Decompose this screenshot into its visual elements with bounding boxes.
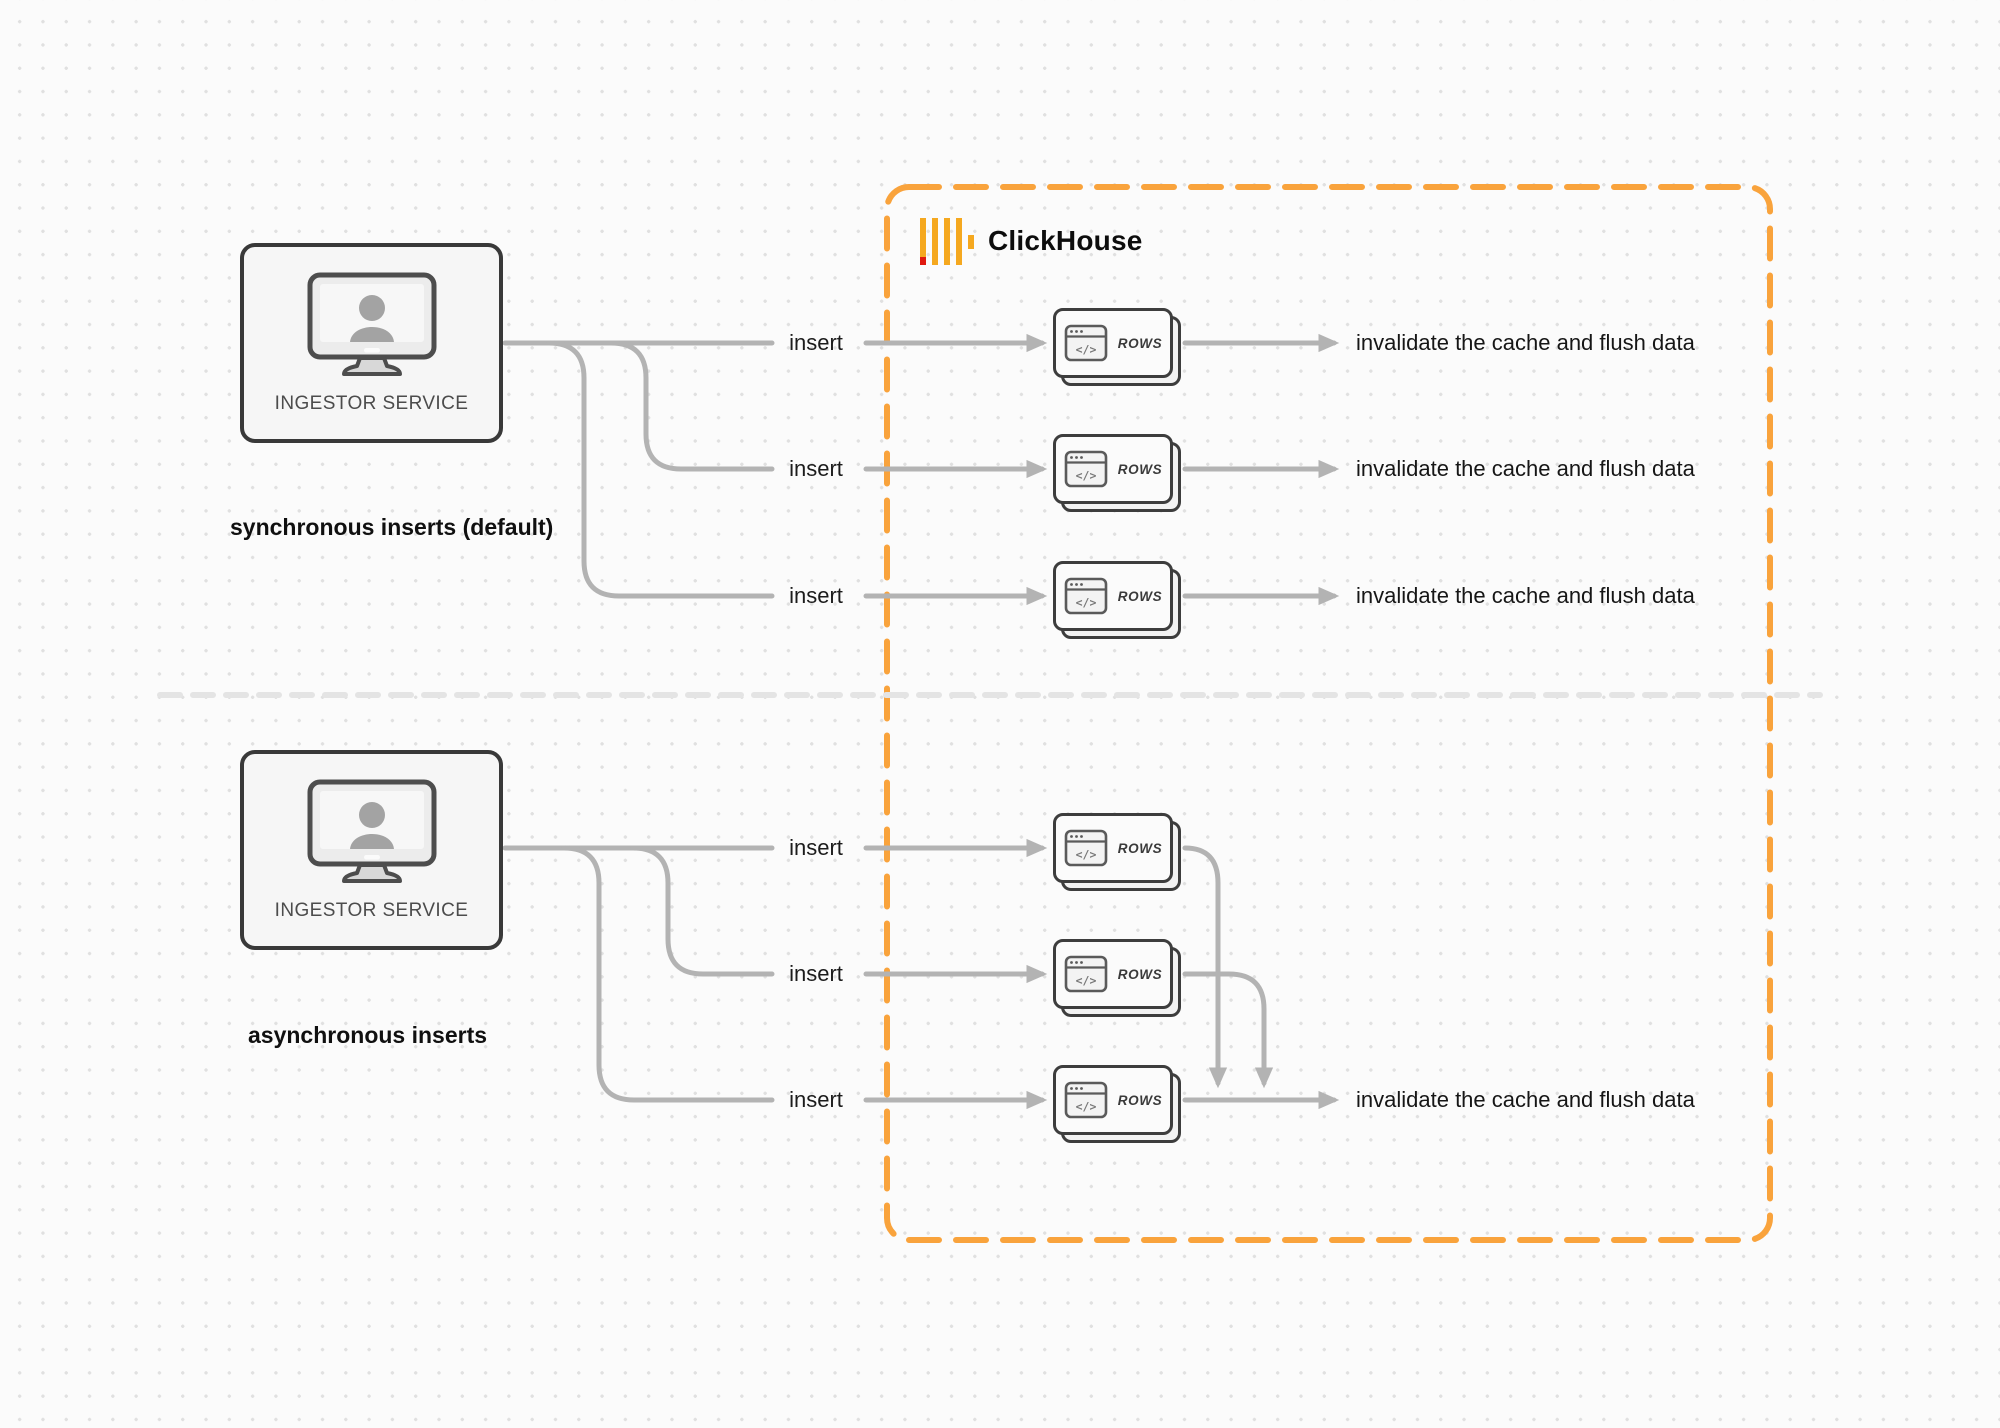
clickhouse-boundary-frame	[884, 184, 1773, 1243]
svg-text:</>: </>	[1075, 1100, 1096, 1114]
workstation-icon	[307, 779, 436, 883]
ingestor-service-box-async: INGESTOR SERVICE	[240, 750, 503, 950]
user-silhouette-icon	[349, 294, 394, 342]
svg-text:</>: </>	[1075, 343, 1096, 357]
rows-card: </> ROWS	[1053, 1065, 1173, 1135]
rows-node-label: ROWS	[1117, 966, 1163, 982]
rows-node: </> ROWS	[1053, 434, 1181, 512]
async-branch-row2	[630, 845, 775, 977]
rows-node: </> ROWS	[1053, 1065, 1181, 1143]
rows-node: </> ROWS	[1053, 813, 1181, 891]
code-window-icon: </>	[1064, 324, 1108, 362]
svg-text:</>: </>	[1075, 848, 1096, 862]
sync-section-caption: synchronous inserts (default)	[230, 514, 554, 540]
result-label: invalidate the cache and flush data	[1356, 456, 1695, 481]
svg-text:</>: </>	[1075, 974, 1096, 988]
async-section-caption: asynchronous inserts	[248, 1022, 488, 1048]
clickhouse-logo	[918, 216, 976, 273]
rows-node-label: ROWS	[1117, 840, 1163, 856]
code-window-icon: </>	[1064, 955, 1108, 993]
rows-node: </> ROWS	[1053, 939, 1181, 1017]
workstation-icon	[307, 272, 436, 376]
ingestor-service-box-sync: INGESTOR SERVICE	[240, 243, 503, 443]
rows-node-label: ROWS	[1117, 588, 1163, 604]
code-window-icon: </>	[1064, 577, 1108, 615]
user-silhouette-icon	[349, 801, 394, 849]
async-merge-arrow-1	[1182, 845, 1228, 1089]
insert-label: insert	[789, 456, 843, 481]
code-window-icon: </>	[1064, 1081, 1108, 1119]
svg-text:</>: </>	[1075, 469, 1096, 483]
async-branch-row3	[561, 845, 775, 1103]
insert-label: insert	[789, 583, 843, 608]
code-window-icon: </>	[1064, 829, 1108, 867]
rows-card: </> ROWS	[1053, 308, 1173, 378]
svg-text:</>: </>	[1075, 596, 1096, 610]
rows-node: </> ROWS	[1053, 308, 1181, 386]
rows-card: </> ROWS	[1053, 434, 1173, 504]
async-merge-arrow-2	[1182, 971, 1274, 1089]
rows-node: </> ROWS	[1053, 561, 1181, 639]
rows-card: </> ROWS	[1053, 813, 1173, 883]
clickhouse-logo-icon	[920, 218, 974, 265]
insert-label: insert	[789, 330, 843, 355]
rows-node-label: ROWS	[1117, 335, 1163, 351]
rows-node-label: ROWS	[1117, 461, 1163, 477]
clickhouse-label: ClickHouse	[988, 225, 1143, 256]
insert-label: insert	[789, 835, 843, 860]
result-label: invalidate the cache and flush data	[1356, 583, 1695, 608]
clickhouse-logo-red-dot	[920, 257, 926, 265]
code-window-icon: </>	[1064, 450, 1108, 488]
insert-label: insert	[789, 1087, 843, 1112]
rows-card: </> ROWS	[1053, 939, 1173, 1009]
rows-node-label: ROWS	[1117, 1092, 1163, 1108]
sync-branch-row2	[608, 340, 775, 472]
ingestor-service-label: INGESTOR SERVICE	[274, 899, 469, 921]
sync-branch-row3	[546, 340, 775, 599]
rows-card: </> ROWS	[1053, 561, 1173, 631]
result-label: invalidate the cache and flush data	[1356, 1087, 1695, 1112]
result-label: invalidate the cache and flush data	[1356, 330, 1695, 355]
insert-label: insert	[789, 961, 843, 986]
ingestor-service-label: INGESTOR SERVICE	[274, 392, 469, 414]
